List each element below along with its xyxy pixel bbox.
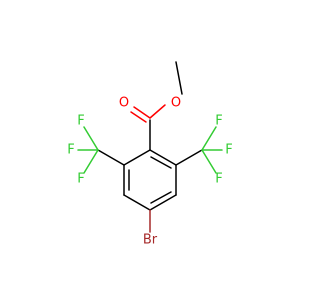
bond-methyl-o [175, 61, 183, 95]
bond-right-f3 [201, 149, 217, 174]
right-fluorine-2-label: F [225, 143, 232, 158]
ester-oxygen-label: O [171, 96, 181, 111]
bond-ring-right-cf3 [175, 149, 203, 166]
ring-inner-bond-1 [150, 156, 172, 169]
bond-c-o-double-1 [133, 106, 151, 119]
ring-inner-bond-2 [150, 191, 172, 204]
right-fluorine-1-label: F [215, 114, 222, 129]
left-fluorine-3-label: F [77, 172, 84, 187]
bond-o-carbonyl [149, 104, 166, 119]
left-fluorine-2-label: F [67, 143, 74, 158]
ring-bond-6 [123, 149, 151, 166]
left-fluorine-1-label: F [77, 114, 84, 129]
molecule-diagram: O O F F F F F F Br [67, 61, 233, 248]
carbonyl-oxygen-label: O [119, 96, 129, 111]
structure-canvas: O O F F F F F F Br [67, 61, 233, 248]
bond-left-f1 [83, 126, 99, 151]
bromine-label: Br [143, 233, 158, 248]
ring-bond-3 [149, 194, 177, 211]
bond-right-f1 [201, 126, 217, 151]
ring-bond-1 [149, 149, 177, 166]
bond-left-f3 [83, 149, 99, 174]
bond-ring-left-cf3 [97, 149, 125, 166]
bond-c-o-double-2 [130, 111, 147, 123]
ring-bond-4 [123, 194, 151, 211]
right-fluorine-3-label: F [215, 172, 222, 187]
